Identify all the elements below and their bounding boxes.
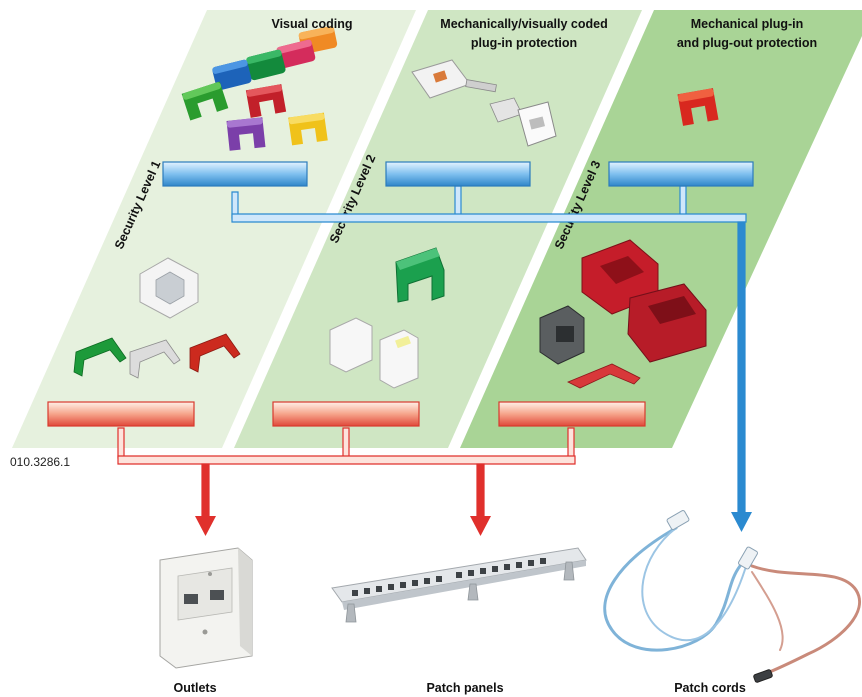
red-bar-level-3 (498, 401, 646, 427)
red-clip-icon (677, 88, 719, 126)
white-frame-icon (139, 257, 199, 319)
label-patch-panels: Patch panels (426, 681, 504, 695)
document-id: 010.3286.1 (10, 455, 71, 469)
rj45-plug-icon (411, 59, 557, 147)
outlet-icon (159, 547, 253, 669)
header-mechanical-protection: Mechanical plug-in and plug-out protecti… (652, 15, 842, 53)
header-visual-coding: Visual coding (232, 15, 392, 34)
color-clips-icon (181, 26, 338, 151)
col3-line1: Mechanical plug-in (690, 17, 804, 31)
red-bus (117, 427, 576, 536)
blue-bar-level-1 (162, 161, 308, 187)
green-clip-icon (395, 247, 445, 303)
patch-panel-icon (331, 547, 587, 623)
label-patch-cords: Patch cords (674, 681, 746, 695)
red-bar-level-1 (47, 401, 195, 427)
col2-line1: Mechanically/visually coded (440, 17, 608, 31)
blue-bar-level-3 (608, 161, 754, 187)
coded-clips-icon (73, 333, 241, 379)
col3-line2: and plug-out protection (676, 36, 818, 50)
red-bar-level-2 (272, 401, 420, 427)
label-outlets: Outlets (173, 681, 217, 695)
header-coded-protection: Mechanically/visually coded plug-in prot… (414, 15, 634, 53)
blue-bar-level-2 (385, 161, 531, 187)
col2-line2: plug-in protection (470, 36, 578, 50)
patch-cord-icon (603, 510, 862, 683)
white-inserts-icon (329, 317, 419, 389)
col1-label: Visual coding (271, 17, 353, 31)
red-lock-icon (539, 239, 707, 389)
blue-bus (231, 185, 752, 532)
